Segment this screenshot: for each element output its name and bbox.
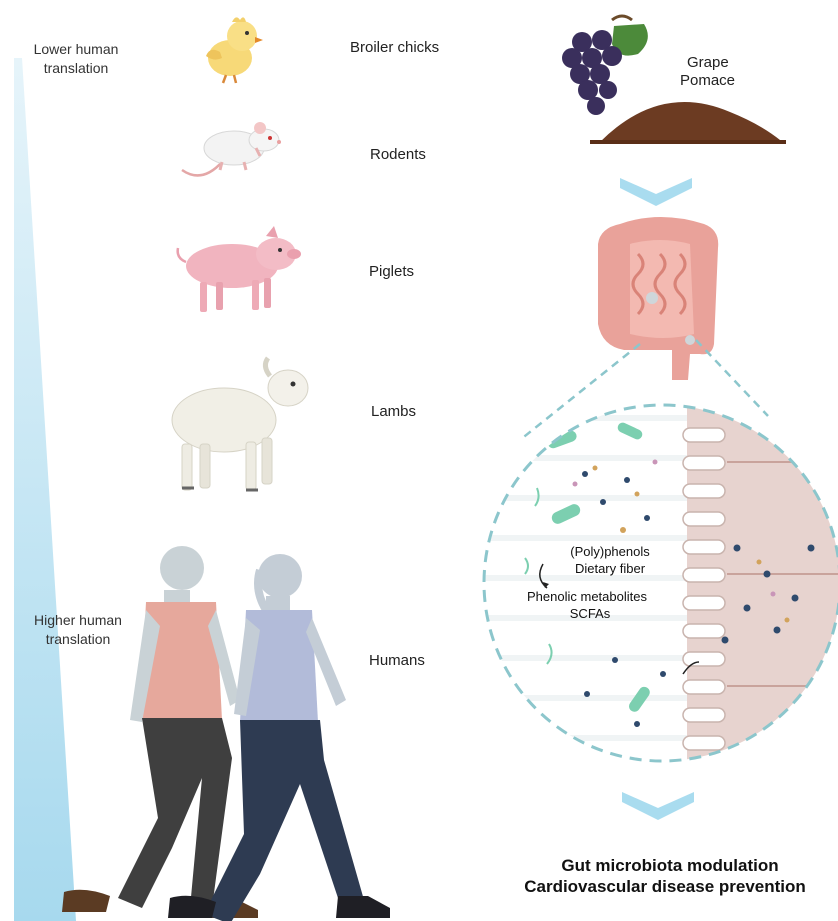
microbiome-text-polyphenols: (Poly)phenols [540, 543, 680, 560]
species-label-piglets: Piglets [369, 262, 414, 281]
microbiome-circle [477, 398, 838, 768]
species-label-humans: Humans [369, 651, 425, 670]
species-label-rodents: Rodents [370, 145, 426, 164]
outcome-cvd-prevention: Cardiovascular disease prevention [500, 876, 830, 898]
rodent-icon [172, 118, 290, 182]
down-arrow-2 [622, 792, 694, 820]
source-label-line2: Pomace [680, 71, 735, 90]
microbiome-text-metabolites: Phenolic metabolites [497, 588, 677, 605]
lamb-icon [160, 352, 320, 498]
chick-icon [200, 12, 270, 84]
down-arrow-1 [620, 178, 692, 206]
pomace-icon [590, 96, 790, 152]
microbiome-text-scfas: SCFAs [540, 605, 640, 622]
species-label-lambs: Lambs [371, 402, 416, 421]
piglet-icon [170, 224, 310, 316]
species-label-chicks: Broiler chicks [350, 38, 439, 57]
source-label-line1: Grape [687, 53, 729, 72]
outcome-gut-modulation: Gut microbiota modulation [520, 855, 820, 877]
humans-icon [60, 530, 400, 921]
lower-translation-label: Lower human translation [14, 40, 138, 78]
microbiome-text-fiber: Dietary fiber [540, 560, 680, 577]
